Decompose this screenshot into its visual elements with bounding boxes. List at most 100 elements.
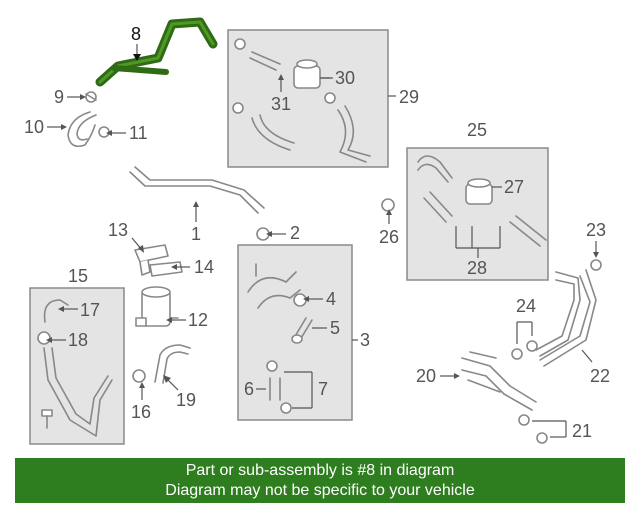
- callout-17: 17: [58, 300, 100, 320]
- part-10-hose[interactable]: [67, 111, 96, 148]
- group-box-29: [227, 29, 389, 168]
- svg-text:8: 8: [131, 24, 141, 44]
- callout-10: 10: [24, 117, 67, 137]
- svg-text:25: 25: [467, 120, 487, 140]
- callout-20: 20: [416, 366, 460, 386]
- callout-6: 6: [244, 379, 266, 399]
- group-15-bolt: [41, 409, 53, 429]
- callout-19: 19: [163, 375, 196, 410]
- callout-16: 16: [131, 382, 151, 422]
- svg-text:21: 21: [572, 421, 592, 441]
- svg-text:18: 18: [68, 330, 88, 350]
- callout-1: 1: [191, 201, 201, 244]
- callout-3: 3: [352, 330, 370, 350]
- part-20-pipe[interactable]: [461, 351, 537, 411]
- callout-24: 24: [516, 296, 536, 344]
- svg-text:28: 28: [467, 258, 487, 278]
- part-21-clamp[interactable]: [518, 414, 548, 444]
- part-19-hose[interactable]: [154, 344, 191, 383]
- svg-text:22: 22: [590, 366, 610, 386]
- callout-11: 11: [106, 123, 148, 143]
- part-24-clamp[interactable]: [511, 340, 538, 360]
- part-1-pipe[interactable]: [129, 171, 259, 214]
- svg-text:16: 16: [131, 402, 151, 422]
- callout-18: 18: [46, 330, 88, 350]
- parts-diagram: 8 9 10 11 1 2: [24, 17, 610, 445]
- callout-14: 14: [171, 257, 214, 277]
- callout-30: 30: [320, 68, 355, 88]
- callout-9: 9: [54, 87, 86, 107]
- callout-29: 29: [388, 87, 419, 107]
- svg-text:2: 2: [290, 223, 300, 243]
- part-11-clamp[interactable]: [98, 126, 110, 138]
- part-8-coolant-pipe[interactable]: [95, 17, 218, 87]
- info-banner: Part or sub-assembly is #8 in diagram Di…: [15, 458, 625, 503]
- svg-text:29: 29: [399, 87, 419, 107]
- callout-22: 22: [581, 349, 610, 386]
- svg-text:3: 3: [360, 330, 370, 350]
- callout-13: 13: [108, 220, 144, 253]
- callout-4: 4: [303, 289, 336, 309]
- svg-text:26: 26: [379, 227, 399, 247]
- svg-text:4: 4: [326, 289, 336, 309]
- svg-text:17: 17: [80, 300, 100, 320]
- group-25-hose-right: [509, 221, 541, 247]
- svg-text:13: 13: [108, 220, 128, 240]
- svg-text:12: 12: [188, 310, 208, 330]
- callout-25: 25: [467, 120, 487, 140]
- svg-text:10: 10: [24, 117, 44, 137]
- group-3-clamps: [266, 360, 292, 414]
- callout-2: 2: [266, 223, 300, 243]
- part-5-hose[interactable]: [291, 317, 313, 344]
- svg-text:23: 23: [586, 220, 606, 240]
- part-30-valve[interactable]: [293, 59, 331, 89]
- group-29-clamp-c: [324, 92, 336, 104]
- svg-text:27: 27: [504, 177, 524, 197]
- group-box-15: [29, 287, 125, 445]
- svg-text:14: 14: [194, 257, 214, 277]
- callout-21: 21: [532, 420, 592, 441]
- callout-31: 31: [271, 74, 291, 114]
- svg-text:20: 20: [416, 366, 436, 386]
- part-26-clamp[interactable]: [381, 198, 395, 212]
- group-29-clamp-b: [232, 102, 244, 114]
- part-4-clamp[interactable]: [293, 293, 307, 307]
- group-29-clamp-a: [234, 38, 246, 50]
- part-9-clamp[interactable]: [85, 91, 97, 103]
- group-29-hose-lower: [251, 117, 291, 151]
- part-23-clamp[interactable]: [590, 259, 602, 271]
- svg-text:5: 5: [330, 318, 340, 338]
- part-17-hose[interactable]: [43, 299, 69, 323]
- svg-text:15: 15: [68, 266, 88, 286]
- group-3-fitting: [247, 263, 301, 309]
- part-18-clamp[interactable]: [37, 331, 51, 345]
- svg-text:6: 6: [244, 379, 254, 399]
- group-25-hose-top: [417, 155, 453, 179]
- callout-12: 12: [166, 310, 208, 330]
- group-29-hose-upper: [251, 51, 281, 65]
- part-16-clamp[interactable]: [132, 369, 146, 383]
- part-22-pipe[interactable]: [539, 271, 581, 357]
- callout-23: 23: [586, 220, 606, 258]
- banner-line-2: Diagram may not be specific to your vehi…: [165, 482, 475, 499]
- group-box-3: [237, 244, 353, 421]
- callout-27: 27: [492, 177, 524, 197]
- callout-7: 7: [284, 371, 328, 409]
- svg-text:11: 11: [129, 123, 148, 143]
- svg-text:31: 31: [271, 94, 291, 114]
- svg-text:24: 24: [516, 296, 536, 316]
- group-15-pipe: [43, 347, 113, 437]
- group-29-hose-right: [344, 105, 371, 157]
- banner-line-1: Part or sub-assembly is #8 in diagram: [185, 462, 455, 479]
- svg-text:30: 30: [335, 68, 355, 88]
- svg-text:19: 19: [176, 390, 196, 410]
- callout-15: 15: [68, 266, 88, 286]
- group-25-hose-left: [423, 197, 447, 223]
- callout-26: 26: [379, 209, 399, 247]
- svg-text:9: 9: [54, 87, 64, 107]
- callout-8: 8: [131, 24, 141, 61]
- part-14-bracket[interactable]: [149, 261, 183, 277]
- part-6-hose[interactable]: [269, 377, 281, 401]
- part-27-valve[interactable]: [465, 178, 493, 205]
- callout-5: 5: [312, 318, 340, 338]
